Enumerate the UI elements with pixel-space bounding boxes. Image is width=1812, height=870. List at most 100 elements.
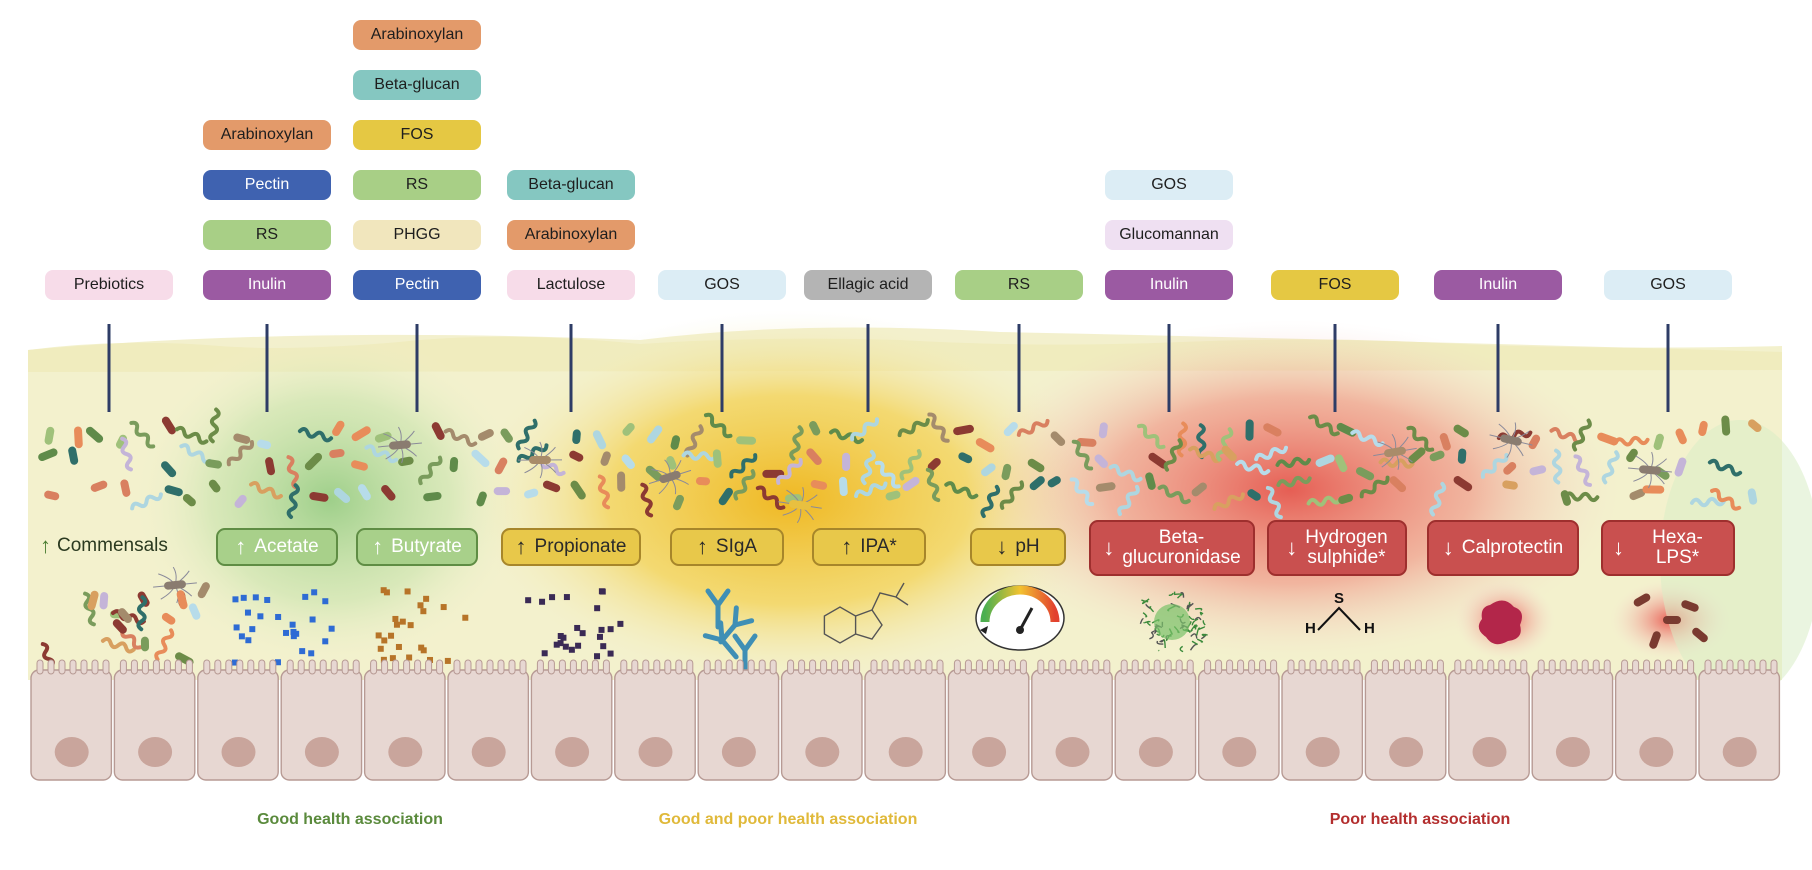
microvillus [1537, 659, 1545, 675]
microvillus [203, 659, 211, 675]
microvillus [1019, 659, 1027, 675]
bacterium [68, 446, 79, 465]
bacterium [842, 452, 851, 472]
butyrate-molecule [404, 588, 411, 595]
bacterium [1117, 484, 1140, 517]
marker-label: IPA* [860, 536, 897, 558]
propionate-molecule [525, 597, 532, 604]
compound-pill: GOS [1604, 270, 1732, 300]
butyrate-molecule [393, 621, 400, 628]
microvillus [1175, 659, 1183, 675]
microvillus [1342, 659, 1350, 675]
bacterium [120, 479, 131, 497]
butyrate-molecule [395, 643, 402, 650]
bacterium [927, 457, 941, 471]
bacterium [443, 428, 478, 447]
acetate-molecule [249, 626, 256, 633]
acetate-molecule [274, 659, 281, 666]
bacterium [1235, 459, 1271, 476]
bacterium [381, 485, 396, 501]
compound-pill: Ellagic acid [804, 270, 932, 300]
bacterium [1029, 476, 1045, 491]
marker-icons-layer [231, 582, 1522, 675]
bacterium [542, 480, 561, 493]
compound-pill: Inulin [1434, 270, 1562, 300]
microvillus [1770, 659, 1778, 675]
hydrogen-atom-left: H [1305, 620, 1316, 637]
bacterium [597, 474, 611, 510]
propionate-molecule [596, 633, 603, 640]
bacterium [1050, 431, 1066, 446]
propionate-molecule [553, 641, 560, 648]
bacterium [476, 491, 487, 507]
microvillus [1103, 659, 1111, 675]
bacterium [205, 459, 223, 469]
marker-ph: ↓pH [970, 528, 1066, 566]
compound-pill: Prebiotics [45, 270, 173, 300]
propionate-molecule [598, 626, 605, 633]
bacterium [621, 454, 635, 470]
cell-nucleus [1305, 737, 1340, 767]
marker-propionate: ↑Propionate [501, 528, 641, 566]
bacterium [197, 582, 210, 599]
bacterium [1071, 439, 1094, 471]
footer-poor: Poor health association [1329, 811, 1511, 828]
microvillus [352, 659, 360, 675]
microvillus [758, 659, 766, 675]
bacterium [944, 481, 979, 500]
bacterium [829, 428, 865, 445]
bacterium [927, 412, 950, 443]
microvillus [558, 659, 566, 675]
bacterium [1308, 414, 1340, 437]
flagellated-bacterium [648, 459, 692, 495]
bacterium [471, 449, 490, 468]
bacterium [981, 463, 996, 477]
bacterium [1597, 432, 1619, 446]
epithelium [30, 659, 1781, 781]
bacterium [1003, 421, 1018, 437]
microvillus [1570, 659, 1578, 675]
bacterium [885, 490, 901, 501]
bacterium [265, 457, 276, 476]
microvillus [747, 659, 755, 675]
microvillus [1037, 659, 1045, 675]
microvillus [664, 659, 672, 675]
cell-nucleus [1138, 737, 1173, 767]
microvillus [258, 659, 266, 675]
microvillus [475, 659, 483, 675]
beta-glucuronidase-protein-icon [1139, 591, 1208, 653]
butyrate-molecule [399, 618, 406, 625]
bacterium [38, 448, 58, 462]
flagellated-bacterium [1373, 433, 1417, 470]
microvillus [1120, 659, 1128, 675]
butyrate-molecule [389, 655, 396, 662]
bacterium [806, 448, 822, 466]
calprotectin-protein-icon [1478, 600, 1522, 645]
microvillus [892, 659, 900, 675]
bacterium [684, 424, 704, 458]
microvillus [1759, 659, 1767, 675]
microvillus [1259, 659, 1267, 675]
bacterium [1480, 453, 1509, 479]
butyrate-molecule [383, 589, 390, 596]
compound-pill: Pectin [203, 170, 331, 200]
bacterium [1136, 423, 1166, 450]
bacterium [1707, 458, 1743, 477]
bacterium [351, 460, 368, 471]
bacterium [136, 595, 148, 632]
microvillus [1454, 659, 1462, 675]
flagellated-bacterium [378, 426, 422, 464]
propionate-molecule [541, 650, 548, 657]
microvillus [403, 659, 411, 675]
bacterium [570, 480, 586, 500]
microvillus [141, 659, 149, 675]
microvillus [591, 659, 599, 675]
up-arrow-icon: ↑ [372, 534, 384, 560]
acetate-molecule [252, 594, 259, 601]
compound-pill: PHGG [353, 220, 481, 250]
propionate-molecule [563, 594, 570, 601]
bacterium [208, 407, 221, 444]
bacterium [1698, 420, 1708, 436]
bacterium [1047, 476, 1061, 488]
bacterium [1221, 445, 1237, 462]
